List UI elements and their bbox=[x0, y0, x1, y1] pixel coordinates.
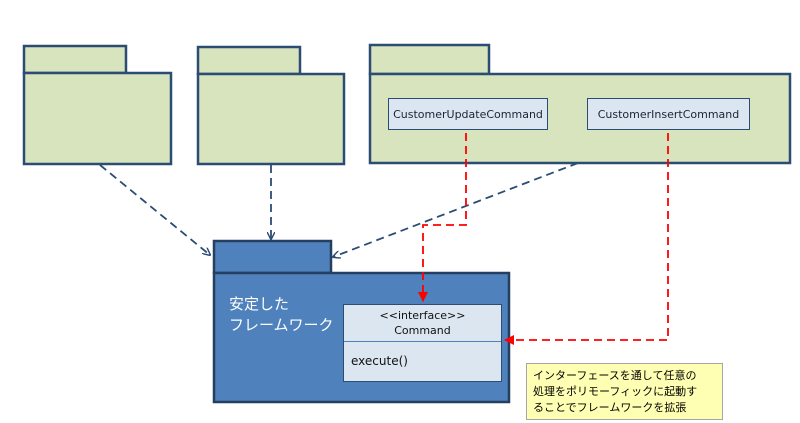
command-interface-box: <<interface>> Command execute() bbox=[343, 304, 502, 382]
command-interface-header: <<interface>> Command bbox=[344, 305, 501, 342]
realization-arrow-update bbox=[418, 133, 467, 302]
customer-update-command-box: CustomerUpdateCommand bbox=[388, 98, 548, 130]
framework-label: 安定した フレームワーク bbox=[229, 295, 334, 334]
dependency-arrow-1 bbox=[99, 164, 210, 255]
package-1 bbox=[22, 44, 173, 166]
dependency-arrow-3 bbox=[333, 162, 579, 257]
execute-operation: execute() bbox=[351, 354, 408, 368]
interface-name: Command bbox=[394, 324, 451, 337]
note-line-1: インターフェースを通して任意の bbox=[533, 369, 697, 382]
command-operations: execute() bbox=[344, 342, 501, 380]
note-line-2: 処理をポリモーフィックに起動す bbox=[533, 385, 698, 398]
interface-stereotype: <<interface>> bbox=[379, 309, 466, 322]
customer-insert-command-label: CustomerInsertCommand bbox=[597, 107, 740, 121]
customer-insert-command-box: CustomerInsertCommand bbox=[587, 98, 750, 130]
package-2 bbox=[196, 45, 346, 166]
realization-arrow-insert bbox=[504, 133, 669, 345]
customer-update-command-label: CustomerUpdateCommand bbox=[393, 107, 543, 121]
note-line-3: ることでフレームワークを拡張 bbox=[533, 401, 687, 414]
explanation-note: インターフェースを通して任意の 処理をポリモーフィックに起動す ることでフレーム… bbox=[526, 363, 723, 420]
